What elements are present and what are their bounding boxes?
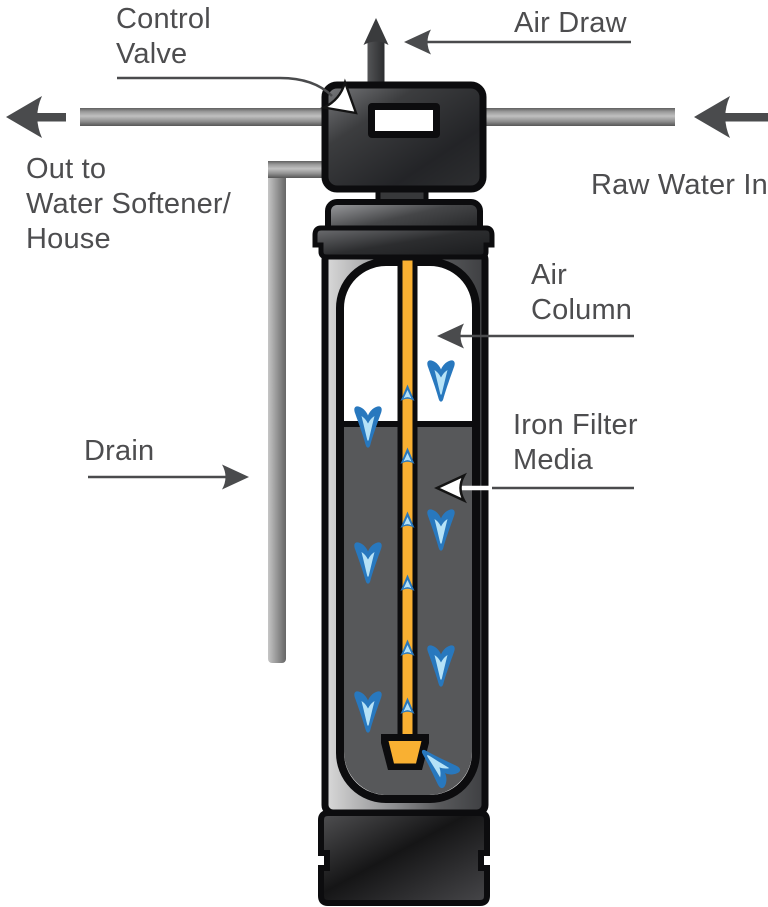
label-control-valve: Control Valve bbox=[116, 3, 211, 70]
tank-cap-flange bbox=[312, 225, 495, 260]
air-vent-pipe bbox=[367, 38, 385, 92]
drain-pipe-vertical bbox=[268, 162, 286, 663]
distributor bbox=[388, 741, 422, 764]
outlet-pipe bbox=[80, 108, 328, 126]
drain-label-arrow-icon bbox=[222, 464, 249, 490]
valve-display-screen bbox=[375, 110, 433, 131]
raw-water-arrow-icon bbox=[694, 96, 768, 138]
air-draw-label-arrow-icon bbox=[404, 29, 431, 55]
label-raw-water-in: Raw Water In bbox=[591, 169, 768, 201]
tank-base bbox=[318, 810, 490, 906]
control-valve-leader-line bbox=[117, 76, 333, 97]
drain-pipe-horizontal bbox=[268, 161, 332, 178]
label-air-draw: Air Draw bbox=[514, 7, 627, 39]
air-draw-pipe-arrow-icon bbox=[363, 18, 389, 45]
out-flow-arrow-icon bbox=[6, 96, 66, 138]
inlet-pipe bbox=[483, 108, 675, 126]
label-out-to: Out to Water Softener/ House bbox=[26, 153, 232, 255]
label-drain: Drain bbox=[84, 435, 155, 467]
label-air-column: Air Column bbox=[531, 259, 633, 326]
label-iron-filter-media: Iron Filter Media bbox=[513, 409, 638, 476]
riser-tube bbox=[397, 255, 418, 741]
